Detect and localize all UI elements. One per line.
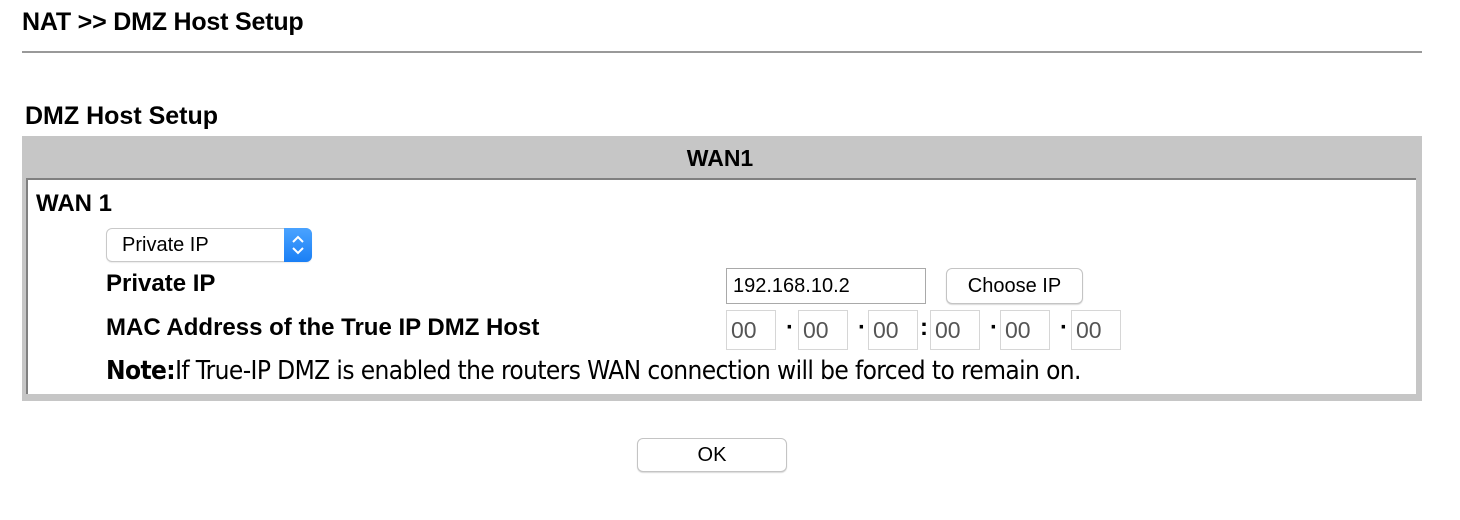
mac-octet-1[interactable] bbox=[726, 310, 776, 350]
dmz-mode-selected-value: Private IP bbox=[122, 234, 209, 256]
wan-label: WAN 1 bbox=[36, 190, 113, 217]
private-ip-input[interactable] bbox=[726, 268, 926, 304]
mac-separator: · bbox=[1060, 314, 1068, 341]
private-ip-label: Private IP bbox=[106, 270, 216, 297]
dmz-panel: WAN1 WAN 1 Private IP Private IP Choose … bbox=[22, 136, 1422, 401]
true-ip-note: Note:If True-IP DMZ is enabled the route… bbox=[106, 356, 1081, 386]
mac-separator: · bbox=[786, 314, 794, 341]
up-down-chevron-icon bbox=[284, 228, 312, 262]
note-text: If True-IP DMZ is enabled the routers WA… bbox=[175, 356, 1081, 386]
section-title: DMZ Host Setup bbox=[25, 102, 219, 130]
dmz-mode-select[interactable]: Private IP bbox=[106, 228, 312, 262]
mac-octet-5[interactable] bbox=[1000, 310, 1050, 350]
wan-tab-header: WAN1 bbox=[686, 145, 754, 171]
mac-separator: · bbox=[858, 314, 866, 341]
mac-octet-3[interactable] bbox=[868, 310, 918, 350]
note-prefix: Note: bbox=[106, 356, 176, 386]
choose-ip-button[interactable]: Choose IP bbox=[946, 268, 1083, 304]
title-divider bbox=[22, 51, 1422, 53]
mac-separator: · bbox=[990, 314, 998, 341]
mac-octet-6[interactable] bbox=[1071, 310, 1121, 350]
ok-button[interactable]: OK bbox=[637, 438, 787, 472]
mac-separator: : bbox=[920, 314, 928, 341]
mac-octet-2[interactable] bbox=[798, 310, 848, 350]
mac-address-label: MAC Address of the True IP DMZ Host bbox=[106, 314, 540, 341]
panel-body: WAN 1 Private IP Private IP Choose IP MA… bbox=[26, 178, 1416, 394]
page-title: NAT >> DMZ Host Setup bbox=[22, 8, 304, 36]
mac-octet-4[interactable] bbox=[930, 310, 980, 350]
